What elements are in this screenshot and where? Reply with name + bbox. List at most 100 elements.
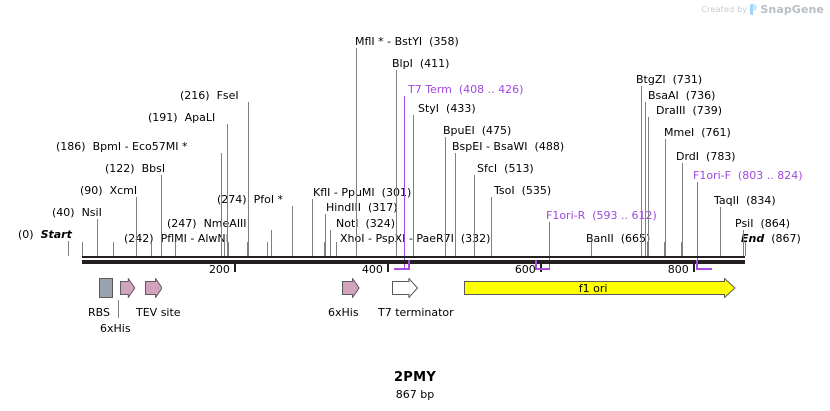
- plasmid-name: 2PMY: [393, 370, 437, 385]
- enzyme-label-taqii[interactable]: TaqII (834): [714, 195, 776, 206]
- enzyme-name: NotI: [336, 217, 359, 230]
- site-tick: [641, 242, 642, 256]
- feature-arrow: [464, 277, 737, 299]
- feature-tev-site[interactable]: [144, 276, 163, 300]
- enzyme-label-pfoi[interactable]: (274) PfoI *: [217, 194, 283, 205]
- feature-inline-label: f1 ori: [578, 282, 608, 295]
- enzyme-label-bpuei[interactable]: BpuEI (475): [443, 125, 511, 136]
- enzyme-label-banii[interactable]: BanII (665): [586, 233, 650, 244]
- enzyme-label-blpi[interactable]: BlpI (411): [392, 58, 449, 69]
- enzyme-label-mmei[interactable]: MmeI (761): [664, 127, 731, 138]
- enzyme-label-start[interactable]: (0) Start: [18, 229, 72, 240]
- enzyme-label-end[interactable]: End (867): [741, 233, 801, 244]
- enzyme-label-apali[interactable]: (191) ApaLI: [148, 112, 215, 123]
- enzyme-position: (358): [422, 35, 459, 48]
- enzyme-label-styi[interactable]: StyI (433): [418, 103, 476, 114]
- enzyme-position: (324): [358, 217, 396, 230]
- feature-label-rbs: RBS: [88, 306, 110, 319]
- enzyme-position: (40): [52, 206, 82, 219]
- enzyme-label-xcmi[interactable]: (90) XcmI: [80, 185, 137, 196]
- leader-line: [720, 207, 721, 256]
- site-tick: [396, 242, 398, 256]
- enzyme-label-nmeaiii[interactable]: (247) NmeAIII: [167, 218, 247, 229]
- enzyme-position: (332): [453, 232, 491, 245]
- enzyme-name: KflI - PpuMI: [313, 186, 375, 199]
- enzyme-label-pflmi[interactable]: (242) PflMI - AlwNI: [124, 233, 229, 244]
- enzyme-name: DrdI: [676, 150, 700, 163]
- primer-bracket-stub-t7 term: [407, 260, 410, 270]
- enzyme-position: (191): [148, 111, 185, 124]
- feature-rbs[interactable]: [98, 278, 113, 298]
- enzyme-label-bspei[interactable]: BspEI - BsaWI (488): [452, 141, 564, 152]
- plasmid-length: 867 bp: [395, 388, 435, 401]
- feature-6xhis[interactable]: [120, 276, 136, 300]
- enzyme-label-btgzi[interactable]: BtgZI (731): [636, 74, 702, 85]
- primer-label-f1ori-f[interactable]: F1ori-F (803 .. 824): [693, 170, 803, 181]
- enzyme-name: SfcI: [477, 162, 498, 175]
- leader-line: [325, 214, 326, 256]
- feature-f1-ori[interactable]: f1 ori: [464, 277, 737, 299]
- leader-line: [356, 48, 357, 256]
- enzyme-label-bpmi[interactable]: (186) BpmI - Eco57MI *: [56, 141, 188, 152]
- site-tick: [355, 242, 357, 256]
- primer-name: F1ori-F: [693, 169, 731, 182]
- ruler-tick-label-600: 600: [514, 263, 536, 276]
- site-tick: [445, 242, 447, 256]
- sequence-backbone-ruler[interactable]: [82, 256, 745, 264]
- enzyme-position: (247): [167, 217, 204, 230]
- primer-leader-line: [404, 96, 405, 268]
- enzyme-name: BpmI - Eco57MI *: [92, 140, 188, 153]
- site-tick: [474, 242, 476, 256]
- enzyme-label-drdi[interactable]: DrdI (783): [676, 151, 736, 162]
- primer-bracket-stub-f1ori-f: [696, 260, 699, 270]
- enzyme-name: BtgZI: [636, 73, 666, 86]
- enzyme-position: (513): [497, 162, 534, 175]
- enzyme-label-bbsi[interactable]: (122) BbsI: [105, 163, 165, 174]
- enzyme-label-noti[interactable]: NotI (324): [336, 218, 395, 229]
- enzyme-position: (761): [694, 126, 731, 139]
- enzyme-position: (665): [613, 232, 651, 245]
- watermark-brand-text: SnapGene: [760, 3, 824, 16]
- primer-label-t7 term[interactable]: T7 Term (408 .. 426): [408, 84, 523, 95]
- enzyme-label-tsoi[interactable]: TsoI (535): [494, 185, 551, 196]
- site-tick: [329, 242, 331, 256]
- enzyme-name: NsiI: [81, 206, 102, 219]
- leader-line: [413, 115, 414, 256]
- enzyme-label-nsii[interactable]: (40) NsiI: [52, 207, 102, 218]
- site-tick: [291, 242, 293, 256]
- leader-line: [396, 70, 397, 256]
- enzyme-position: (475): [474, 124, 512, 137]
- primer-range: (803 .. 824): [730, 169, 803, 182]
- site-tick: [647, 242, 649, 256]
- enzyme-label-psii[interactable]: PsiI (864): [735, 218, 790, 229]
- enzyme-position: (0): [18, 228, 41, 241]
- site-tick: [719, 242, 721, 256]
- site-tick: [82, 242, 83, 256]
- enzyme-label-mfli[interactable]: MflI * - BstYI (358): [355, 36, 459, 47]
- enzyme-label-sfci[interactable]: SfcI (513): [477, 163, 534, 174]
- enzyme-label-draiii[interactable]: DraIII (739): [656, 105, 722, 116]
- primer-bracket-t7 term: [394, 268, 408, 270]
- enzyme-name: DraIII: [656, 104, 686, 117]
- enzyme-label-fsei[interactable]: (216) FseI: [180, 90, 239, 101]
- enzyme-label-bsaai[interactable]: BsaAI (736): [648, 90, 715, 101]
- enzyme-position: (317): [361, 201, 398, 214]
- feature-t7-terminator[interactable]: [392, 277, 419, 299]
- enzyme-name: BspEI - BsaWI: [452, 140, 528, 153]
- leader-line: [474, 175, 475, 256]
- site-tick: [247, 242, 249, 256]
- site-tick: [312, 242, 314, 256]
- leader-line: [248, 102, 249, 256]
- site-tick: [228, 242, 230, 256]
- primer-label-f1ori-r[interactable]: F1ori-R (593 .. 612): [546, 210, 657, 221]
- ruler-tick-200: [233, 264, 236, 272]
- leader-line: [312, 199, 313, 256]
- enzyme-label-xhoi[interactable]: XhoI - PspXI - PaeR7I (332): [340, 233, 490, 244]
- enzyme-name: PsiI: [735, 217, 754, 230]
- leader-line: [491, 197, 492, 256]
- feature-box: [98, 278, 113, 298]
- leader-line: [645, 102, 646, 256]
- enzyme-label-hindiii[interactable]: HindIII (317): [326, 202, 398, 213]
- snapgene-watermark: Created by SnapGene: [701, 3, 824, 16]
- feature-6xhis[interactable]: [342, 276, 360, 300]
